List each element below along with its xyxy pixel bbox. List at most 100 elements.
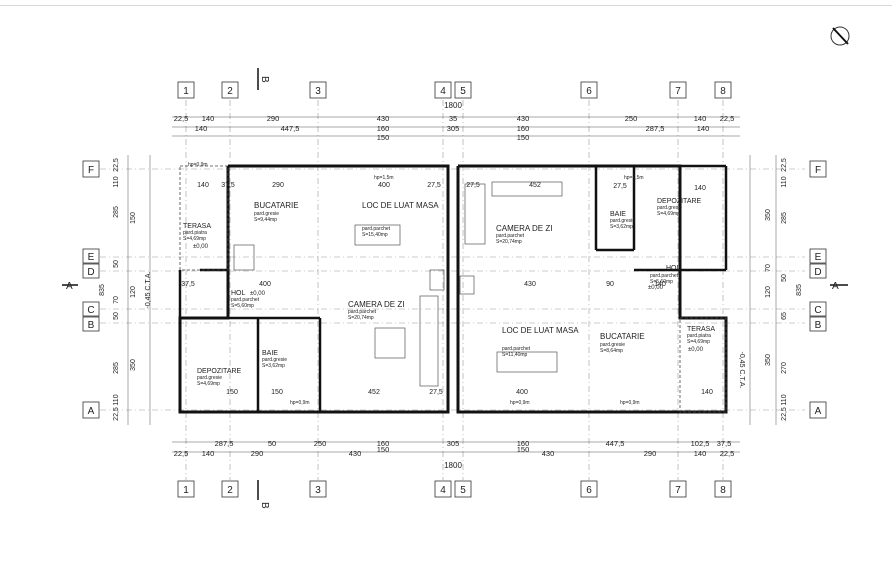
- grid-label: 6: [586, 86, 592, 97]
- level-notes: hp=0,9m hp=1,5m hp=0,9m hp=1,5m hp=0,9m …: [188, 162, 644, 406]
- grid-label: 3: [315, 86, 321, 97]
- room-name: DEPOZITARE: [657, 198, 702, 205]
- dim-text: 140: [202, 449, 215, 458]
- dim-text: 27,5: [466, 182, 480, 189]
- room-area: S=9,44mp: [254, 217, 277, 223]
- room-name: BUCATARIE: [600, 332, 645, 341]
- room-area: S=4,69mp: [687, 339, 710, 345]
- dim-text: 22,5: [781, 158, 788, 172]
- room-floor: pard.parchet: [502, 346, 531, 352]
- room-name: HOL: [666, 265, 681, 272]
- room-name: CAMERA DE ZI: [348, 300, 404, 309]
- dim-text: 35: [449, 114, 457, 123]
- dim-text: 430: [377, 114, 390, 123]
- grid-label: 1: [183, 485, 189, 496]
- dim-text: 400: [259, 281, 271, 288]
- dim-text: 120: [765, 286, 772, 298]
- room-floor: pard.gresie: [600, 342, 625, 348]
- level-note: hp=1,5m: [624, 175, 644, 181]
- dim-text: 22,5: [113, 407, 120, 421]
- room-name: BAIE: [262, 350, 278, 357]
- grid-label: C: [87, 305, 94, 316]
- dim-text: 287,5: [646, 124, 665, 133]
- dim-text: 452: [529, 182, 541, 189]
- room-area: S=11,40mp: [502, 352, 528, 358]
- dim-text: 110: [781, 176, 788, 187]
- room-floor: pard.parchet: [231, 297, 260, 303]
- dim-text: 835: [796, 284, 803, 296]
- dim-text: 150: [517, 133, 530, 142]
- grid-label: 7: [675, 86, 681, 97]
- dim-text: 65: [781, 312, 788, 320]
- room-floor: pard.piatra: [183, 230, 207, 236]
- grid-label: 4: [440, 86, 446, 97]
- grid-labels-left: F E D C B A: [82, 160, 100, 419]
- dim-text: 27,5: [613, 183, 627, 190]
- section-label: A: [832, 281, 839, 292]
- room-floor: pard.parchet: [496, 233, 525, 239]
- cta-label: -0,45 C.T.A.: [145, 271, 152, 308]
- level-note: hp=0,9m: [290, 400, 310, 406]
- grid-label: E: [815, 252, 822, 263]
- level-note: hp=0,9m: [188, 162, 208, 168]
- dim-text: 285: [113, 206, 120, 218]
- room-level: ±0,00: [250, 291, 266, 297]
- level-note: hp=1,5m: [374, 175, 394, 181]
- north-arrow-icon: [830, 26, 850, 46]
- dim-text: 110: [781, 394, 788, 405]
- dim-text: 150: [130, 212, 137, 224]
- dim-text: 350: [765, 354, 772, 366]
- room-area: S=20,74mp: [496, 239, 522, 245]
- room-area: S=3,62mp: [610, 224, 633, 230]
- dim-text: 27,5: [429, 389, 443, 396]
- grid-labels-right: F E D C B A: [809, 160, 827, 419]
- grid-label: 6: [586, 485, 592, 496]
- dim-text: 250: [314, 439, 327, 448]
- dim-text: 140: [195, 124, 208, 133]
- section-label: B: [259, 76, 270, 83]
- room-name: BAIE: [610, 211, 626, 218]
- dim-text: 22,5: [781, 407, 788, 421]
- dimension-lines: [127, 116, 777, 453]
- grid-label: F: [88, 165, 94, 176]
- dim-text: 22,5: [113, 158, 120, 172]
- room-name: HOL: [231, 290, 246, 297]
- room-floor: pard.parchet: [348, 309, 377, 315]
- room-floor: pard.gresie: [610, 218, 635, 224]
- dim-text: 287,5: [215, 439, 234, 448]
- dim-text: 160: [377, 124, 390, 133]
- dim-text: 285: [781, 212, 788, 224]
- total-width-top: 1800: [444, 101, 462, 110]
- dim-text: 290: [267, 114, 280, 123]
- dim-text: 290: [644, 449, 657, 458]
- top-border-line: [0, 5, 892, 6]
- dim-text: 305: [447, 439, 460, 448]
- room-area: S=5,60mp: [650, 279, 673, 285]
- room-floor: pard.piatra: [687, 333, 711, 339]
- dim-text: 110: [113, 176, 120, 187]
- grid-label: F: [815, 165, 821, 176]
- room-area: S=3,62mp: [262, 363, 285, 369]
- dim-text: 37,5: [717, 439, 732, 448]
- room-name: TERASA: [687, 326, 715, 333]
- dim-text: 430: [517, 114, 530, 123]
- dim-text: 140: [202, 114, 215, 123]
- room-area: S=4,69mp: [197, 381, 220, 387]
- dim-text: 447,5: [606, 439, 625, 448]
- dim-text: 290: [272, 182, 284, 189]
- grid-lines: [100, 100, 805, 480]
- dim-text: 27,5: [427, 182, 441, 189]
- dim-text: 150: [226, 389, 238, 396]
- dim-text: 150: [517, 445, 530, 454]
- room-floor: pard.parchet: [362, 226, 391, 232]
- right-dims: 22,5 110 350 285 70 50 120 65 350 270 11…: [765, 158, 803, 421]
- room-name: DEPOZITARE: [197, 368, 242, 375]
- grid-label: 7: [675, 485, 681, 496]
- room-area: S=8,64mp: [600, 348, 623, 354]
- room-name: LOC DE LUAT MASA: [362, 201, 439, 210]
- dim-text: 250: [625, 114, 638, 123]
- room-labels: BUCATARIE pard.gresie S=9,44mp LOC DE LU…: [183, 198, 715, 387]
- room-area: S=15,40mp: [362, 232, 388, 238]
